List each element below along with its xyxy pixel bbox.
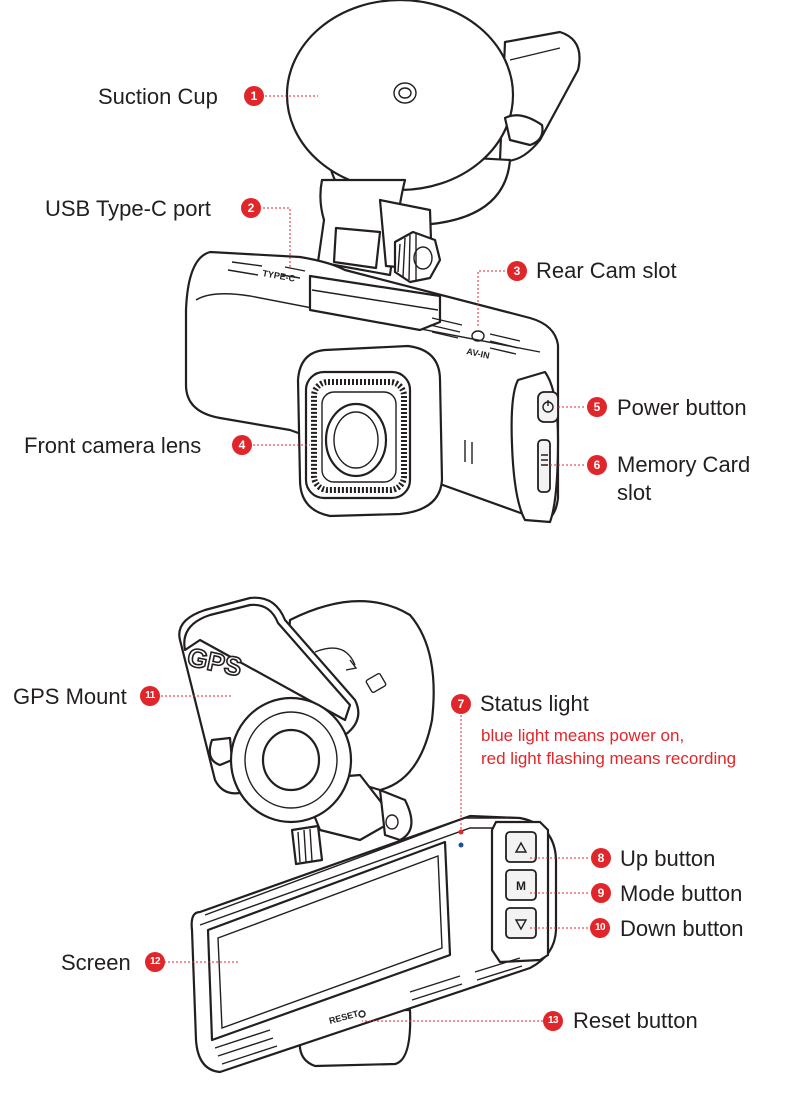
callout-13-badge: 13 [543, 1011, 563, 1031]
callout-9-badge: 9 [591, 883, 611, 903]
callout-6-badge: 6 [587, 455, 607, 475]
rear-device-body: M RESET [190, 814, 558, 1074]
callout-2-badge: 2 [241, 198, 261, 218]
status-note-line1: blue light means power on, [481, 726, 685, 745]
status-note-line2: red light flashing means recording [481, 749, 737, 768]
callout-1-badge: 1 [244, 86, 264, 106]
label-status-light: Status light [480, 691, 589, 716]
label-down-button: Down button [620, 916, 744, 941]
label-memory-card-line2: slot [617, 480, 652, 505]
mode-key-text: M [516, 879, 526, 893]
av-mark-text: AV-IN [466, 346, 491, 361]
callout-8-badge: 8 [591, 848, 611, 868]
label-suction-cup: Suction Cup [98, 84, 218, 109]
mount-arm [316, 178, 442, 284]
leader-lines [161, 95, 588, 1022]
label-up-button: Up button [620, 846, 716, 871]
callout-11-badge: 11 [140, 686, 160, 706]
label-reset-button: Reset button [573, 1008, 698, 1033]
label-screen: Screen [61, 950, 131, 975]
front-lens-assembly [296, 344, 444, 518]
gps-mount: GPS [178, 596, 413, 866]
callout-10-badge: 10 [590, 918, 610, 938]
label-rear-cam-slot: Rear Cam slot [536, 258, 677, 283]
callout-4-badge: 4 [232, 435, 252, 455]
label-memory-card: Memory Card [617, 452, 751, 477]
label-power-button: Power button [617, 395, 747, 420]
callout-7-badge: 7 [451, 694, 471, 714]
callout-5-badge: 5 [587, 397, 607, 417]
label-usb-port: USB Type-C port [45, 196, 211, 221]
callout-3-badge: 3 [507, 261, 527, 281]
label-front-lens: Front camera lens [24, 433, 202, 458]
callout-12-badge: 12 [145, 952, 165, 972]
label-mode-button: Mode button [620, 881, 743, 906]
label-gps-mount: GPS Mount [13, 684, 127, 709]
